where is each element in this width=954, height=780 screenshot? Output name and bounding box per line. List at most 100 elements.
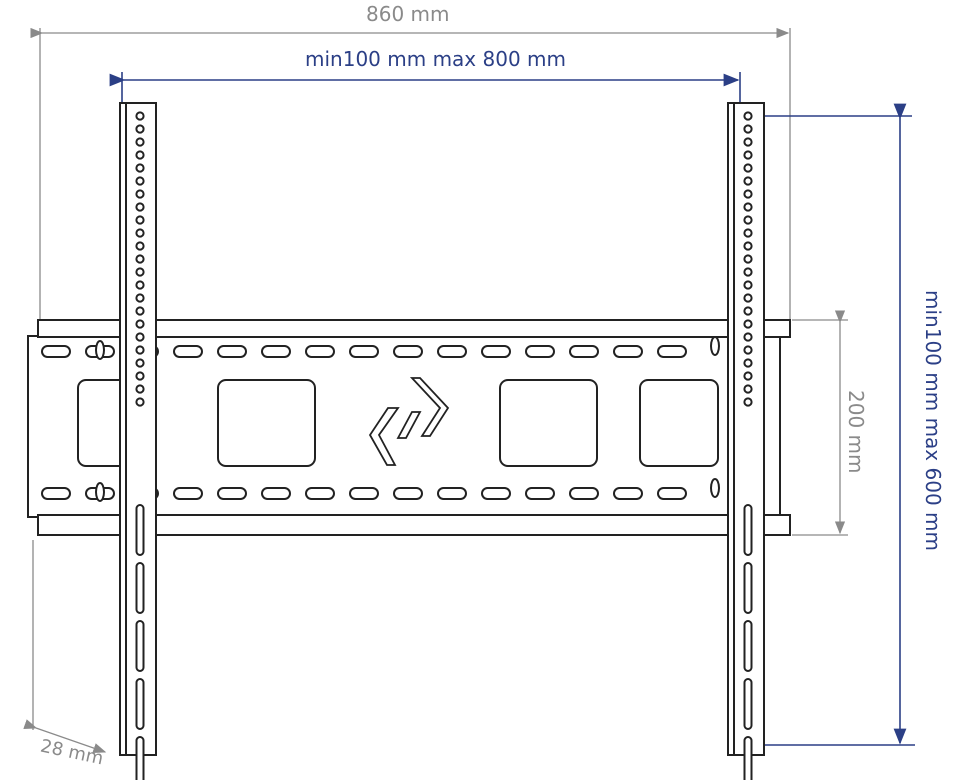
- arm-hole: [743, 332, 753, 342]
- arm-slot: [135, 504, 145, 556]
- mounting-slot: [613, 487, 643, 500]
- vertical-vesa-dimension: [745, 103, 915, 746]
- overall-width-label: 860 mm: [366, 2, 450, 26]
- mounting-slot: [349, 345, 379, 358]
- mounting-slot: [525, 345, 555, 358]
- arm-slot: [743, 562, 753, 614]
- arm-hole: [743, 358, 753, 368]
- mounting-slot: [349, 487, 379, 500]
- arm-hole: [135, 267, 145, 277]
- arm-hole: [743, 345, 753, 355]
- arm-hole: [743, 397, 753, 407]
- horizontal-vesa-dimension: [109, 72, 741, 110]
- arm-hole: [135, 111, 145, 121]
- mounting-slot: [41, 345, 71, 358]
- tilt-slot: [710, 336, 720, 356]
- mounting-slot: [481, 345, 511, 358]
- arm-hole: [743, 202, 753, 212]
- arm-slot: [135, 678, 145, 730]
- arm-hole: [743, 150, 753, 160]
- arm-hole: [743, 176, 753, 186]
- arm-hole: [743, 319, 753, 329]
- depth-dimension: [23, 540, 107, 754]
- arm-slot: [743, 620, 753, 672]
- mounting-slot: [657, 345, 687, 358]
- arm-hole: [135, 124, 145, 134]
- vertical-vesa-label: min100 mm max 600 mm: [921, 290, 945, 551]
- mounting-slot: [569, 345, 599, 358]
- arm-hole: [743, 137, 753, 147]
- arm-hole: [135, 215, 145, 225]
- arm-slot: [743, 504, 753, 556]
- cutout-window: [217, 379, 316, 467]
- arm-hole: [743, 280, 753, 290]
- mounting-slot: [613, 345, 643, 358]
- mounting-slot: [217, 487, 247, 500]
- arm-slot: [743, 678, 753, 730]
- arm-slot: [135, 736, 145, 780]
- plate-height-label: 200 mm: [844, 390, 868, 474]
- mounting-slot: [657, 487, 687, 500]
- mounting-slot: [525, 487, 555, 500]
- arm-hole: [135, 228, 145, 238]
- cutout-window: [499, 379, 598, 467]
- arm-hole: [135, 202, 145, 212]
- arm-hole: [743, 189, 753, 199]
- arm-slot: [743, 736, 753, 780]
- mounting-slot: [173, 487, 203, 500]
- mounting-slot: [437, 345, 467, 358]
- arm-hole: [135, 137, 145, 147]
- arm-hole: [135, 150, 145, 160]
- arm-hole: [135, 293, 145, 303]
- mounting-slot: [393, 345, 423, 358]
- arm-hole: [135, 306, 145, 316]
- arm-hole: [135, 163, 145, 173]
- arm-hole: [743, 215, 753, 225]
- mounting-slot: [393, 487, 423, 500]
- mounting-slot: [261, 345, 291, 358]
- mounting-slot: [217, 345, 247, 358]
- arm-hole: [743, 384, 753, 394]
- arm-hole: [135, 384, 145, 394]
- mounting-slot: [481, 487, 511, 500]
- arm-hole: [743, 371, 753, 381]
- arm-hole: [743, 241, 753, 251]
- arm-hole: [135, 241, 145, 251]
- arm-hole: [135, 319, 145, 329]
- mounting-slot: [261, 487, 291, 500]
- arm-hole: [743, 124, 753, 134]
- plate-height-dimension: [792, 310, 848, 536]
- mounting-slot: [569, 487, 599, 500]
- top-rail: [37, 319, 791, 338]
- arm-hole: [135, 189, 145, 199]
- mounting-slot: [437, 487, 467, 500]
- bottom-rail: [37, 514, 791, 536]
- mounting-slot: [305, 345, 335, 358]
- mounting-slot: [305, 487, 335, 500]
- vertical-arms: [119, 102, 765, 780]
- arm-hole: [135, 371, 145, 381]
- mounting-slot: [173, 345, 203, 358]
- arm-hole: [743, 267, 753, 277]
- arm-hole: [743, 254, 753, 264]
- arm-hole: [135, 397, 145, 407]
- arm-slot: [135, 562, 145, 614]
- tilt-slot: [95, 340, 105, 360]
- cutout-window: [639, 379, 719, 467]
- tilt-slot: [95, 482, 105, 502]
- arm-hole: [135, 176, 145, 186]
- arm-hole: [743, 111, 753, 121]
- horizontal-vesa-label: min100 mm max 800 mm: [305, 47, 566, 71]
- overall-width-dimension: [30, 27, 791, 322]
- arm-hole: [743, 228, 753, 238]
- arm-hole: [135, 358, 145, 368]
- chevron-logo-icon: [368, 377, 450, 466]
- arm-hole: [135, 345, 145, 355]
- tilt-slot: [710, 478, 720, 498]
- mounting-slot: [41, 487, 71, 500]
- arm-slot: [135, 620, 145, 672]
- arm-hole: [135, 254, 145, 264]
- arm-hole: [743, 306, 753, 316]
